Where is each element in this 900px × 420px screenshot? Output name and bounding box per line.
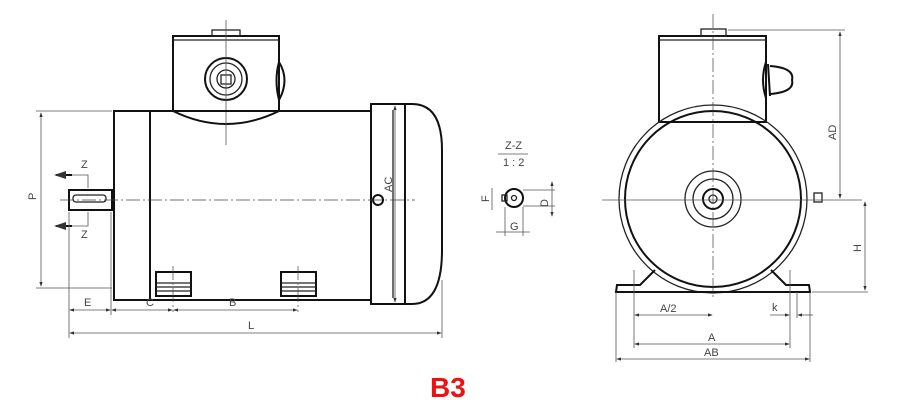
label-a-half: A/2 bbox=[660, 303, 677, 315]
label-h: H bbox=[852, 244, 864, 252]
label-e: E bbox=[84, 297, 91, 309]
label-g: G bbox=[510, 221, 519, 233]
side-view: Z Z P AC E C B L bbox=[27, 20, 443, 338]
label-ac: AC bbox=[383, 177, 395, 192]
label-b: B bbox=[229, 297, 236, 309]
front-view: AD H A/2 k A AB bbox=[602, 14, 868, 362]
label-d: D bbox=[539, 199, 551, 207]
label-ad: AD bbox=[827, 125, 839, 140]
label-a: A bbox=[708, 332, 716, 344]
label-l: L bbox=[248, 320, 254, 332]
label-f: F bbox=[480, 195, 492, 202]
label-ab: AB bbox=[704, 347, 719, 359]
section-title: Z-Z bbox=[505, 140, 522, 152]
label-k: k bbox=[772, 302, 778, 314]
section-scale: 1 : 2 bbox=[503, 157, 524, 169]
label-z-top: Z bbox=[81, 159, 88, 171]
mounting-type-title: B3 bbox=[430, 372, 466, 403]
label-z-bottom: Z bbox=[81, 229, 88, 241]
label-p: P bbox=[27, 193, 39, 200]
label-c: C bbox=[146, 297, 154, 309]
section-view: Z-Z 1 : 2 F D G bbox=[480, 140, 555, 236]
